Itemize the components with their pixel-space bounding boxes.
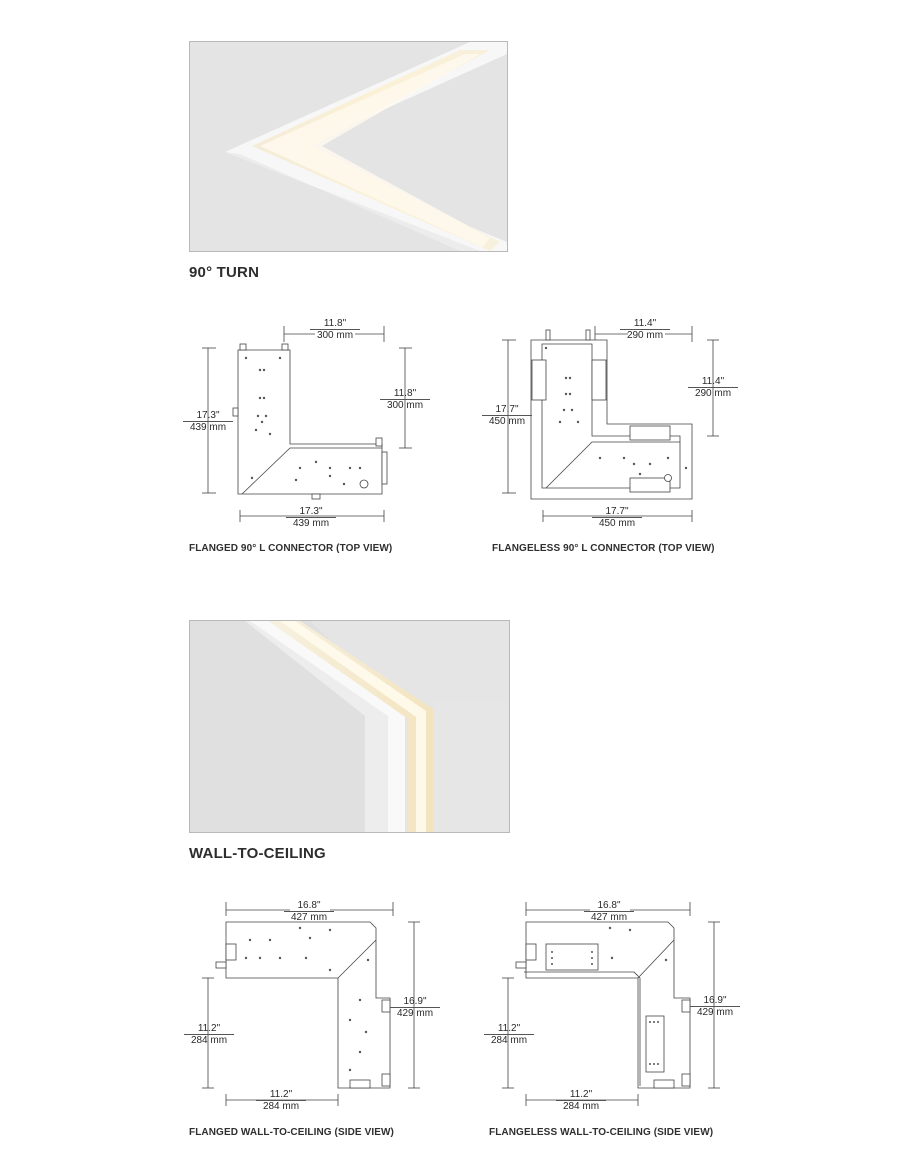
dim-flanged-l-left: 17.3" 439 mm: [183, 410, 233, 433]
dim-flangeless-l-right-mm: 290 mm: [694, 388, 732, 399]
dim-flangeless-wc-left-mm: 284 mm: [490, 1035, 528, 1046]
dim-flanged-wc-left: 11.2" 284 mm: [184, 1023, 234, 1046]
dim-flangeless-wc-right-mm: 429 mm: [696, 1007, 734, 1018]
dim-flanged-wc-bottom-in: 11.2": [256, 1089, 306, 1101]
drawing-flanged-90-l-connector: [202, 326, 412, 522]
caption-flangeless-wall-to-ceiling: FLANGELESS WALL-TO-CEILING (SIDE VIEW): [489, 1127, 714, 1138]
dim-flanged-l-left-in: 17.3": [183, 410, 233, 422]
dim-flangeless-wc-bottom: 11.2" 284 mm: [556, 1089, 606, 1112]
dim-flanged-l-bottom: 17.3" 439 mm: [286, 506, 336, 529]
dim-flanged-wc-top-in: 16.8": [284, 900, 334, 912]
dim-flanged-l-right-in: 11.8": [380, 388, 430, 400]
dim-flangeless-wc-bottom-mm: 284 mm: [562, 1101, 600, 1112]
dim-flanged-wc-bottom: 11.2" 284 mm: [256, 1089, 306, 1112]
photo-90-turn: [189, 41, 508, 252]
dim-flangeless-wc-top-in: 16.8": [584, 900, 634, 912]
dim-flanged-wc-right-mm: 429 mm: [396, 1008, 434, 1019]
dim-flanged-l-bottom-mm: 439 mm: [292, 518, 330, 529]
dim-flangeless-wc-top: 16.8" 427 mm: [584, 900, 634, 923]
dim-flangeless-wc-left-in: 11.2": [484, 1023, 534, 1035]
dim-flanged-l-right: 11.8" 300 mm: [380, 388, 430, 411]
dim-flangeless-l-top-mm: 290 mm: [626, 330, 664, 341]
dim-flanged-l-top-mm: 300 mm: [316, 330, 354, 341]
dim-flangeless-l-right-in: 11.4": [688, 376, 738, 388]
photo-wall-to-ceiling: [189, 620, 510, 833]
dim-flangeless-wc-left: 11.2" 284 mm: [484, 1023, 534, 1046]
section-heading-wall-to-ceiling: WALL-TO-CEILING: [189, 845, 326, 862]
dim-flangeless-l-right: 11.4" 290 mm: [688, 376, 738, 399]
caption-flanged-wall-to-ceiling: FLANGED WALL-TO-CEILING (SIDE VIEW): [189, 1127, 394, 1138]
caption-flanged-90-l-connector: FLANGED 90° L CONNECTOR (TOP VIEW): [189, 543, 393, 554]
dim-flangeless-l-left: 17.7" 450 mm: [482, 404, 532, 427]
dim-flangeless-l-bottom-mm: 450 mm: [598, 518, 636, 529]
caption-flangeless-90-l-connector: FLANGELESS 90° L CONNECTOR (TOP VIEW): [492, 543, 715, 554]
dim-flangeless-l-top: 11.4" 290 mm: [620, 318, 670, 341]
dim-flangeless-wc-top-mm: 427 mm: [590, 912, 628, 923]
dim-flangeless-l-top-in: 11.4": [620, 318, 670, 330]
dim-flangeless-wc-right: 16.9" 429 mm: [690, 995, 740, 1018]
dim-flanged-l-right-mm: 300 mm: [386, 400, 424, 411]
dim-flangeless-wc-right-in: 16.9": [690, 995, 740, 1007]
dim-flanged-wc-top: 16.8" 427 mm: [284, 900, 334, 923]
dim-flanged-wc-right: 16.9" 429 mm: [390, 996, 440, 1019]
dim-flanged-wc-top-mm: 427 mm: [290, 912, 328, 923]
dim-flanged-wc-right-in: 16.9": [390, 996, 440, 1008]
dim-flangeless-wc-bottom-in: 11.2": [556, 1089, 606, 1101]
drawing-flangeless-90-l-connector: [502, 326, 719, 522]
section-heading-90-turn: 90° TURN: [189, 264, 260, 281]
dim-flangeless-l-bottom: 17.7" 450 mm: [592, 506, 642, 529]
dim-flanged-wc-left-mm: 284 mm: [190, 1035, 228, 1046]
dim-flangeless-l-left-in: 17.7": [482, 404, 532, 416]
dim-flanged-l-top-in: 11.8": [310, 318, 360, 330]
photo-wall-to-ceiling-render: [190, 621, 509, 832]
dim-flangeless-l-bottom-in: 17.7": [592, 506, 642, 518]
dim-flanged-l-top: 11.8" 300 mm: [310, 318, 360, 341]
dim-flanged-l-left-mm: 439 mm: [189, 422, 227, 433]
photo-90-turn-render: [190, 42, 507, 251]
dim-flanged-wc-left-in: 11.2": [184, 1023, 234, 1035]
dim-flanged-l-bottom-in: 17.3": [286, 506, 336, 518]
dim-flanged-wc-bottom-mm: 284 mm: [262, 1101, 300, 1112]
drawing-flanged-wall-to-ceiling: [202, 902, 420, 1106]
dim-flangeless-l-left-mm: 450 mm: [488, 416, 526, 427]
